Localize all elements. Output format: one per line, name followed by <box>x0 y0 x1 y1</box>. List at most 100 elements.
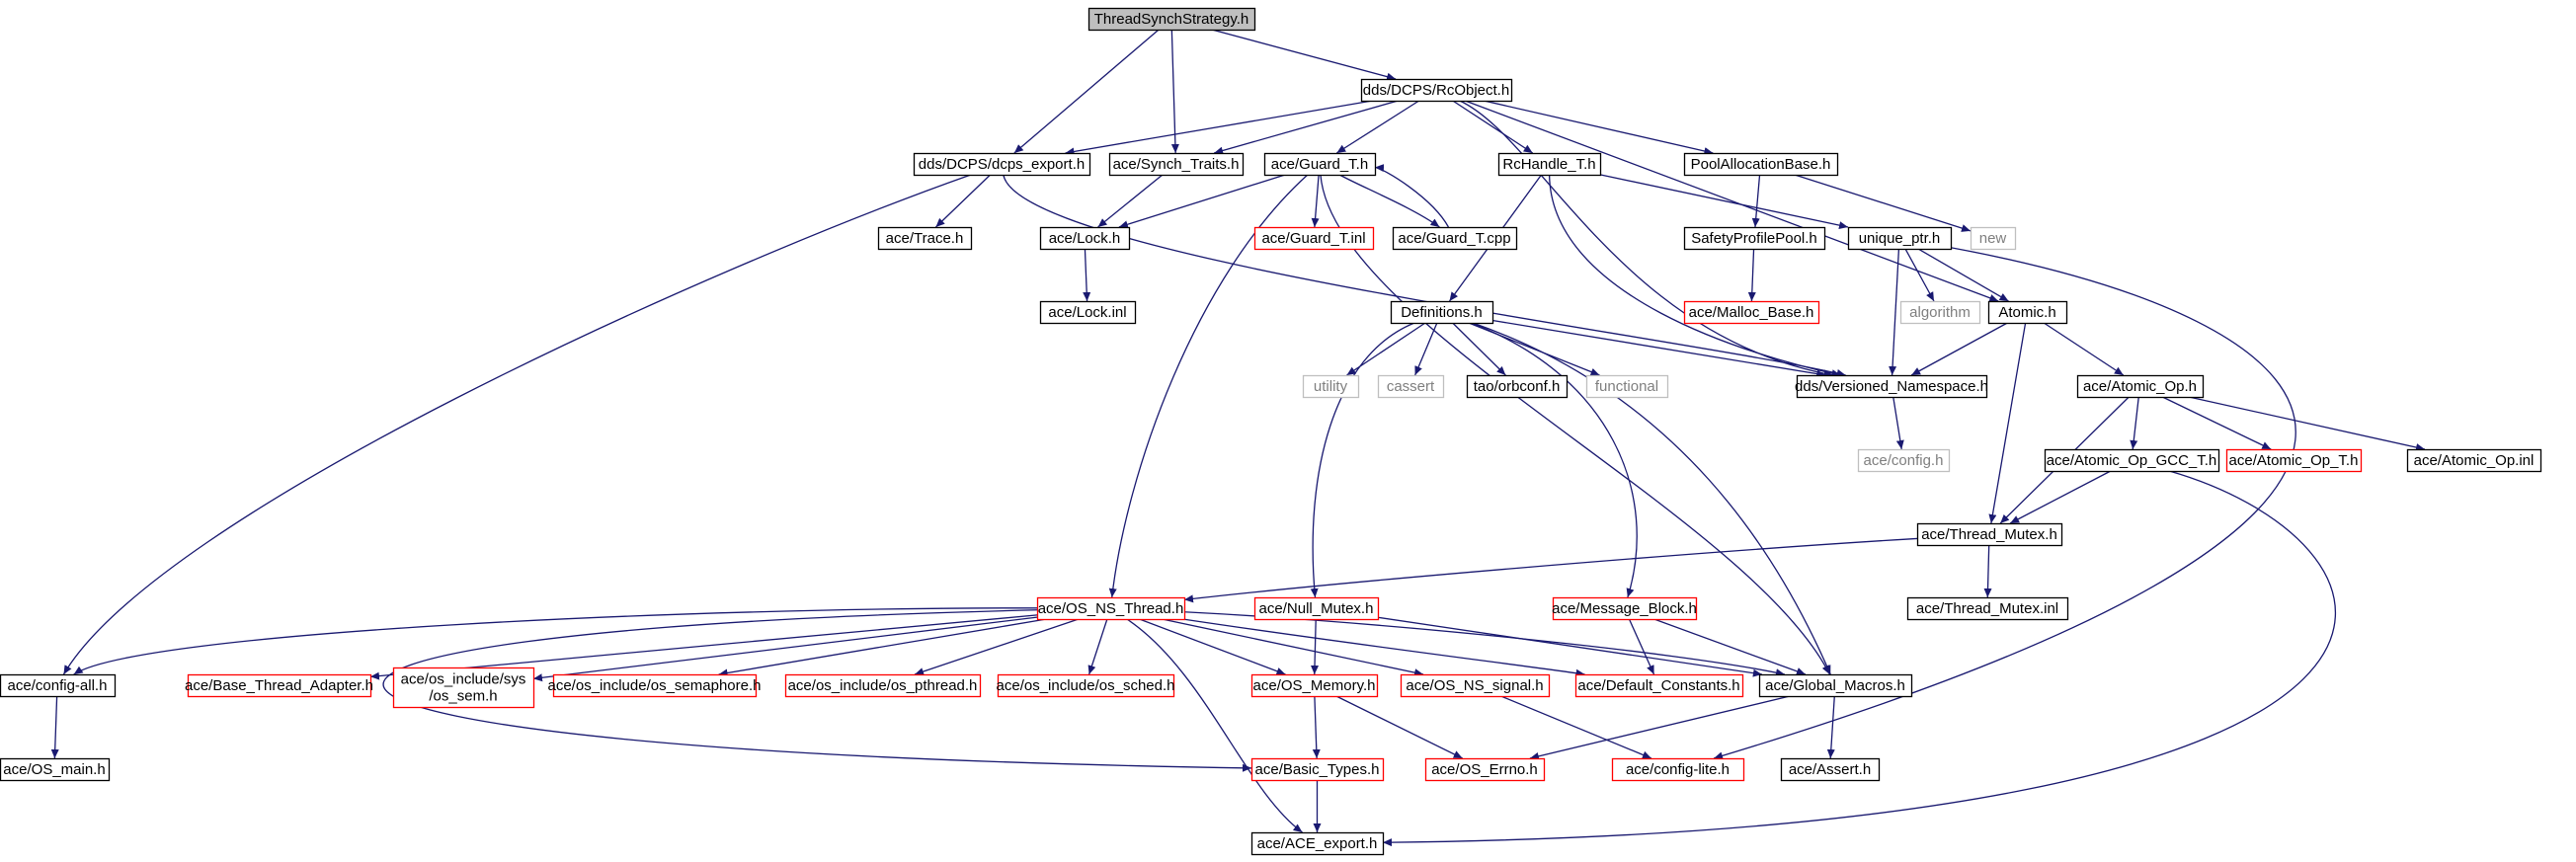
node-label: functional <box>1595 378 1658 395</box>
edge-n11-to-n47 <box>1713 247 2296 760</box>
graph-node[interactable]: ace/Lock.inl <box>1039 300 1137 325</box>
edge-n29-to-n30 <box>1983 544 1992 598</box>
graph-node[interactable]: SafetyProfilePool.h <box>1683 226 1826 251</box>
graph-node[interactable]: ace/Trace.h <box>877 226 973 251</box>
node-label: cassert <box>1387 378 1435 395</box>
edge-n31-to-n34 <box>73 607 1038 675</box>
graph-node[interactable]: ace/os_include/sys/os_sem.h <box>392 666 535 709</box>
edge-n4-to-n31 <box>1108 174 1309 598</box>
node-label: dds/DCPS/RcObject.h <box>1363 82 1509 99</box>
graph-node[interactable]: RcHandle_T.h <box>1497 152 1602 177</box>
graph-node[interactable]: ace/Malloc_Base.h <box>1683 300 1820 325</box>
node-label: ace/os_include/sys/os_sem.h <box>401 671 526 705</box>
node-label: unique_ptr.h <box>1859 230 1941 247</box>
edge-n43-to-n48 <box>1826 695 1835 759</box>
graph-node[interactable]: ace/config-all.h <box>0 673 117 698</box>
node-label: ace/Lock.inl <box>1048 304 1126 321</box>
node-box <box>1250 673 1379 698</box>
node-box <box>1253 226 1375 251</box>
graph-node[interactable]: ace/ACE_export.h <box>1250 831 1385 856</box>
edge-n1-to-n5 <box>1452 100 1534 154</box>
edge-n1-to-n3 <box>1213 100 1399 155</box>
edge-n5-to-n11 <box>1599 174 1849 230</box>
graph-node[interactable]: tao/orbconf.h <box>1466 374 1569 399</box>
graph-node[interactable]: ace/Basic_Types.h <box>1250 757 1385 782</box>
graph-node[interactable]: ace/Guard_T.h <box>1263 152 1377 177</box>
node-box <box>1036 596 1186 621</box>
edge-n18-to-n29 <box>1988 322 2027 524</box>
graph-node[interactable]: Definitions.h <box>1390 300 1494 325</box>
graph-node[interactable]: ace/Null_Mutex.h <box>1253 596 1380 621</box>
node-label: ace/Null_Mutex.h <box>1259 600 1374 617</box>
edge-n31-to-n45 <box>382 609 1252 772</box>
node-label: ace/Thread_Mutex.h <box>1921 526 2057 543</box>
graph-node[interactable]: ace/Base_Thread_Adapter.h <box>185 673 373 698</box>
edge-n33-to-n43 <box>1653 618 1807 675</box>
edge-n16-to-n23 <box>1491 319 1826 378</box>
node-label: PoolAllocationBase.h <box>1691 156 1831 173</box>
edge-n31-to-n42 <box>1182 618 1585 677</box>
graph-node[interactable]: ace/Synch_Traits.h <box>1108 152 1245 177</box>
graph-node[interactable]: ace/os_include/os_sched.h <box>997 673 1175 698</box>
graph-node[interactable]: dds/Versioned_Namespace.h <box>1795 374 1988 399</box>
node-label: dds/DCPS/dcps_export.h <box>919 156 1085 173</box>
graph-node[interactable]: ace/Atomic_Op.h <box>2076 374 2205 399</box>
graph-node[interactable]: ace/Thread_Mutex.h <box>1916 522 2063 547</box>
graph-node[interactable]: ace/Thread_Mutex.inl <box>1906 596 2069 621</box>
node-label: ace/os_include/os_pthread.h <box>788 677 978 694</box>
node-box <box>1683 300 1820 325</box>
node-label: ace/config-all.h <box>8 677 108 694</box>
node-label: ace/Synch_Traits.h <box>1113 156 1240 173</box>
graph-node[interactable]: ace/os_include/os_semaphore.h <box>548 673 762 698</box>
graph-node[interactable]: Atomic.h <box>1987 300 2068 325</box>
graph-node: functional <box>1585 374 1669 399</box>
node-label: ace/os_include/os_semaphore.h <box>548 677 762 694</box>
node-label: ace/OS_Memory.h <box>1253 677 1376 694</box>
graph-node[interactable]: PoolAllocationBase.h <box>1683 152 1839 177</box>
graph-node[interactable]: ace/Message_Block.h <box>1552 596 1698 621</box>
node-box <box>1039 226 1131 251</box>
graph-node[interactable]: ace/OS_Errno.h <box>1424 757 1546 782</box>
node-label: new <box>1979 230 2007 247</box>
edge-n31-to-n39 <box>1087 618 1108 675</box>
node-box <box>1360 78 1513 103</box>
graph-node[interactable]: ace/Global_Macros.h <box>1758 673 1913 698</box>
graph-node[interactable]: ace/Atomic_Op_T.h <box>2225 448 2363 473</box>
graph-node[interactable]: ace/Default_Constants.h <box>1574 673 1744 698</box>
graph-node[interactable]: ace/OS_NS_signal.h <box>1400 673 1551 698</box>
node-label: Definitions.h <box>1401 304 1483 321</box>
graph-node[interactable]: ace/OS_Memory.h <box>1250 673 1379 698</box>
edge-n2-to-n7 <box>934 174 992 228</box>
node-box <box>0 673 117 698</box>
edge-n11-to-n18 <box>1917 248 2009 302</box>
node-box <box>2044 448 2220 473</box>
graph-node[interactable]: unique_ptr.h <box>1847 226 1953 251</box>
graph-node[interactable]: ThreadSynchStrategy.h <box>1087 7 1256 32</box>
node-label: algorithm <box>1909 304 1971 321</box>
graph-node[interactable]: ace/Guard_T.inl <box>1253 226 1375 251</box>
graph-node: new <box>1970 226 2017 251</box>
graph-node[interactable]: dds/DCPS/dcps_export.h <box>913 152 1091 177</box>
graph-node[interactable]: ace/Assert.h <box>1780 757 1881 782</box>
node-box <box>1263 152 1377 177</box>
graph-node: ace/config.h <box>1857 448 1951 473</box>
node-label: ace/os_include/os_sched.h <box>997 677 1175 694</box>
edge-n0-to-n3 <box>1170 29 1179 154</box>
node-label: ace/config-lite.h <box>1626 761 1730 778</box>
node-box <box>1390 300 1494 325</box>
graph-node[interactable]: ace/os_include/os_pthread.h <box>784 673 982 698</box>
node-box <box>1585 374 1669 399</box>
graph-node[interactable]: ace/Guard_T.cpp <box>1392 226 1518 251</box>
node-label: ace/OS_NS_Thread.h <box>1038 600 1184 617</box>
graph-node[interactable]: ace/Atomic_Op.inl <box>2406 448 2542 473</box>
node-label: utility <box>1314 378 1348 395</box>
graph-node[interactable]: ace/config-lite.h <box>1611 757 1745 782</box>
node-label: ace/OS_Errno.h <box>1431 761 1538 778</box>
edge-n24-to-n28 <box>2188 396 2426 451</box>
graph-node[interactable]: ace/OS_main.h <box>0 757 111 782</box>
graph-node[interactable]: ace/Lock.h <box>1039 226 1131 251</box>
graph-node[interactable]: dds/DCPS/RcObject.h <box>1360 78 1513 103</box>
node-box <box>784 673 982 698</box>
graph-node[interactable]: ace/Atomic_Op_GCC_T.h <box>2044 448 2220 473</box>
graph-node[interactable]: ace/OS_NS_Thread.h <box>1036 596 1186 621</box>
